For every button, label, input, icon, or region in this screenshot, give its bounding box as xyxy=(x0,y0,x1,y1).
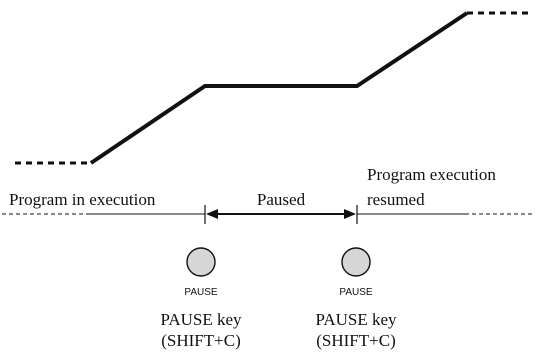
label-program-execution: Program execution xyxy=(367,165,496,184)
label-program-in-execution: Program in execution xyxy=(9,190,156,209)
pause-interval-arrowhead-left xyxy=(206,209,218,219)
pause-key-combo: (SHIFT+C) xyxy=(316,331,395,350)
execution-profile xyxy=(15,11,530,165)
pause-interval-arrowhead-right xyxy=(344,209,356,219)
pause-key-press-1: PAUSE PAUSE key (SHIFT+C) xyxy=(160,247,242,350)
pause-button-caption: PAUSE xyxy=(339,287,372,298)
label-resumed: resumed xyxy=(367,190,425,209)
pause-key-press-2: PAUSE PAUSE key (SHIFT+C) xyxy=(315,247,397,350)
pause-interval xyxy=(204,205,358,224)
profile-solid-line xyxy=(89,11,469,165)
pause-button-icon[interactable] xyxy=(186,247,216,277)
pause-button-caption: PAUSE xyxy=(184,287,217,298)
label-paused: Paused xyxy=(257,190,306,209)
pause-key-label: PAUSE key xyxy=(315,310,397,329)
pause-button-icon[interactable] xyxy=(341,247,371,277)
pause-key-label: PAUSE key xyxy=(160,310,242,329)
pause-key-combo: (SHIFT+C) xyxy=(161,331,240,350)
